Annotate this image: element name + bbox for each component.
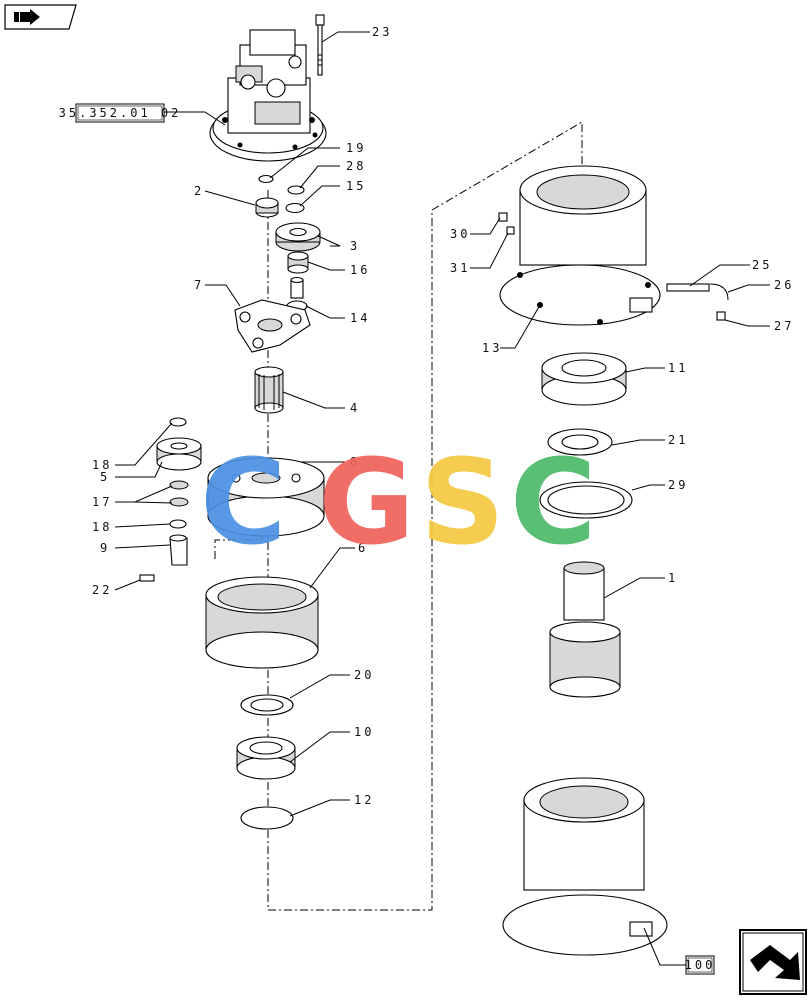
plug-30 bbox=[498, 212, 508, 222]
cap-27 bbox=[716, 311, 726, 321]
bearing-11 bbox=[541, 352, 627, 406]
pin-9 bbox=[169, 534, 188, 566]
label-13: 13 bbox=[482, 341, 502, 355]
label-26: 26 bbox=[774, 278, 794, 292]
carrier-7 bbox=[234, 299, 311, 353]
bolt-23 bbox=[315, 14, 325, 76]
label-6: 6 bbox=[358, 541, 368, 555]
watermark-letter: G bbox=[318, 433, 415, 571]
swing-motor bbox=[209, 29, 327, 162]
label-18-bottom: 18 bbox=[92, 520, 112, 534]
watermark-letter: C bbox=[510, 433, 597, 571]
ring-15 bbox=[285, 202, 305, 214]
reference-label-bottom: 100 bbox=[685, 958, 716, 972]
reference-box-bottom[interactable]: 100 bbox=[685, 955, 716, 975]
label-8: 8 bbox=[350, 455, 360, 469]
ring-gear-6 bbox=[205, 576, 319, 669]
tube-25 bbox=[666, 283, 710, 292]
label-14: 14 bbox=[350, 311, 370, 325]
elbow-26 bbox=[709, 283, 729, 301]
housing-assembly-100 bbox=[502, 777, 668, 956]
bearing-16 bbox=[287, 251, 309, 274]
return-arrow-icon[interactable] bbox=[739, 929, 807, 995]
watermark-logo: C G S C bbox=[200, 433, 597, 571]
label-2: 2 bbox=[194, 184, 204, 198]
ring-18-top bbox=[169, 417, 187, 427]
label-1: 1 bbox=[668, 571, 678, 585]
part-labels: 23 19 28 15 2 3 16 7 14 4 18 5 17 18 9 2… bbox=[92, 25, 794, 807]
seal-29 bbox=[539, 481, 633, 519]
washer-21 bbox=[547, 428, 613, 456]
label-23: 23 bbox=[372, 25, 392, 39]
leader-lines bbox=[114, 31, 770, 966]
pin-22 bbox=[139, 574, 155, 582]
label-21: 21 bbox=[668, 433, 688, 447]
label-20: 20 bbox=[354, 668, 374, 682]
plug-31 bbox=[506, 226, 515, 235]
seal-12 bbox=[240, 806, 294, 830]
label-4: 4 bbox=[350, 401, 360, 415]
label-22: 22 bbox=[92, 583, 112, 597]
label-16: 16 bbox=[350, 263, 370, 277]
label-27: 27 bbox=[774, 319, 794, 333]
reference-box-top[interactable]: 35.352.01 02 bbox=[59, 103, 182, 123]
label-9: 9 bbox=[100, 541, 110, 555]
next-page-arrow-icon[interactable] bbox=[4, 4, 77, 30]
reference-label-top: 35.352.01 02 bbox=[59, 106, 182, 120]
planet-gear-5 bbox=[156, 437, 202, 471]
label-18-top: 18 bbox=[92, 458, 112, 472]
ring-18-bottom bbox=[169, 519, 187, 529]
watermark-letter: S bbox=[420, 433, 505, 571]
label-10: 10 bbox=[354, 725, 374, 739]
label-15: 15 bbox=[346, 179, 366, 193]
pin-sleeve bbox=[290, 276, 304, 299]
watermark-letter: C bbox=[200, 433, 287, 571]
label-31: 31 bbox=[450, 261, 470, 275]
label-29: 29 bbox=[668, 478, 688, 492]
gear-2 bbox=[255, 197, 279, 218]
housing-13 bbox=[499, 165, 661, 326]
ring-28 bbox=[287, 185, 305, 195]
label-5: 5 bbox=[100, 470, 110, 484]
carrier-8 bbox=[207, 457, 325, 537]
planet-gear-3 bbox=[275, 222, 321, 252]
label-19: 19 bbox=[346, 141, 366, 155]
label-30: 30 bbox=[450, 227, 470, 241]
label-28: 28 bbox=[346, 159, 366, 173]
label-11: 11 bbox=[668, 361, 688, 375]
label-12: 12 bbox=[354, 793, 374, 807]
bearing-10 bbox=[236, 736, 296, 780]
label-3: 3 bbox=[350, 239, 360, 253]
ring-19 bbox=[258, 174, 274, 184]
label-25: 25 bbox=[752, 258, 772, 272]
sun-gear-4 bbox=[254, 366, 284, 414]
washer-20 bbox=[240, 694, 294, 716]
pinion-shaft-1 bbox=[549, 561, 621, 698]
label-17: 17 bbox=[92, 495, 112, 509]
label-7: 7 bbox=[194, 278, 204, 292]
bearing-17 bbox=[169, 480, 189, 507]
